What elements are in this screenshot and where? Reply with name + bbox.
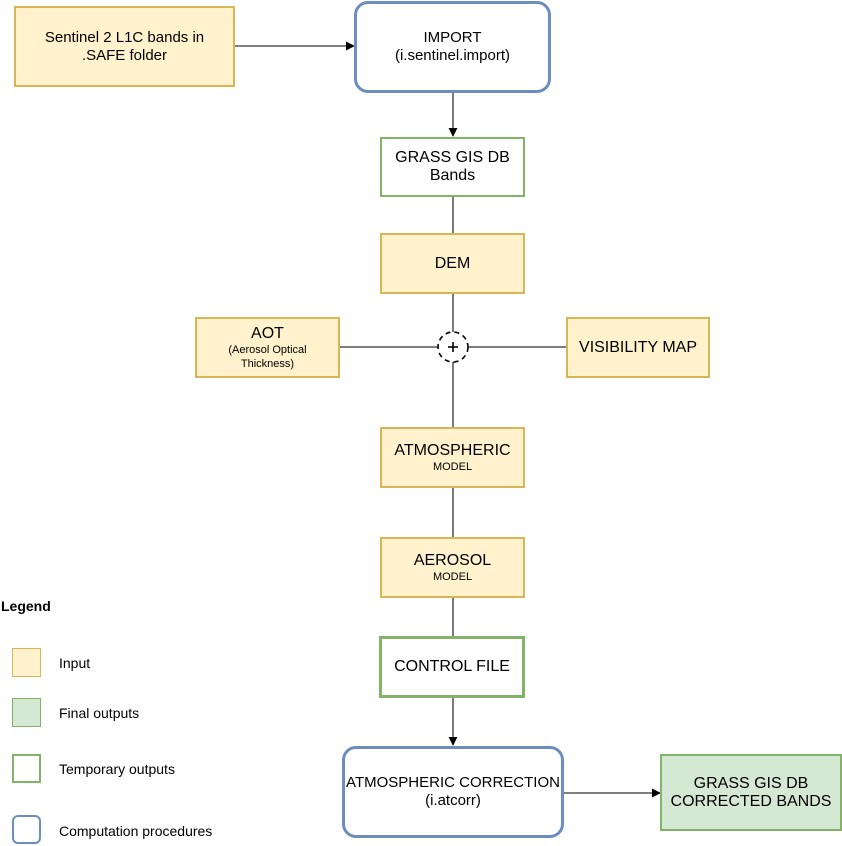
atmospheric-correction-procedure-node: ATMOSPHERIC CORRECTION (i.atcorr) [342, 746, 564, 838]
import-title: IMPORT [423, 29, 482, 46]
aot-label: AOT [251, 324, 284, 342]
grass-db-corrected-line1: GRASS GIS DB [693, 774, 809, 792]
aerosol-model-title: AEROSOL [413, 551, 492, 569]
dem-label: DEM [434, 254, 471, 272]
aot-description-line1: (Aerosol Optical [228, 343, 307, 356]
legend-swatch-input [12, 648, 41, 677]
legend-swatch-computation-procedures [12, 815, 41, 844]
atmospheric-model-title: ATMOSPHERIC [394, 441, 511, 459]
grass-db-bands-node: GRASS GIS DB Bands [380, 137, 525, 197]
grass-db-bands-line2: Bands [429, 167, 476, 184]
import-procedure-node: IMPORT (i.sentinel.import) [354, 1, 551, 93]
legend-swatch-final-outputs [12, 698, 41, 727]
import-command: (i.sentinel.import) [394, 47, 511, 64]
sentinel-bands-node: Sentinel 2 L1C bands in .SAFE folder [14, 6, 235, 87]
legend-label-computation-procedures: Computation procedures [59, 823, 213, 839]
aerosol-model-node: AEROSOL MODEL [380, 537, 525, 598]
legend-label-final-outputs: Final outputs [59, 705, 140, 721]
visibility-map-node: VISIBILITY MAP [566, 317, 710, 378]
aerosol-model-subtitle: MODEL [432, 570, 473, 583]
legend-title: Legend [1, 598, 51, 614]
dem-node: DEM [380, 233, 525, 294]
grass-db-bands-line1: GRASS GIS DB [395, 149, 510, 166]
atmospheric-correction-title: ATMOSPHERIC CORRECTION [346, 774, 560, 791]
legend-label-temporary-outputs: Temporary outputs [59, 761, 175, 777]
legend-swatch-temporary-outputs [12, 754, 41, 783]
control-file-node: CONTROL FILE [379, 636, 525, 698]
legend-label-input: Input [59, 655, 91, 671]
atmospheric-correction-command: (i.atcorr) [425, 792, 481, 809]
or-junction-icon [437, 331, 469, 363]
visibility-map-label: VISIBILITY MAP [579, 338, 697, 356]
control-file-label: CONTROL FILE [394, 658, 510, 675]
atmospheric-model-subtitle: MODEL [432, 460, 473, 473]
sentinel-bands-line1: Sentinel 2 L1C bands in [44, 28, 205, 46]
atmospheric-model-node: ATMOSPHERIC MODEL [380, 427, 525, 488]
grass-db-corrected-bands-node: GRASS GIS DB CORRECTED BANDS [660, 754, 842, 831]
aot-node: AOT (Aerosol Optical Thickness) [195, 317, 340, 378]
aot-description-line2: Thickness) [240, 357, 295, 370]
sentinel-bands-line2: .SAFE folder [81, 46, 168, 64]
grass-db-corrected-line2: CORRECTED BANDS [670, 792, 832, 810]
